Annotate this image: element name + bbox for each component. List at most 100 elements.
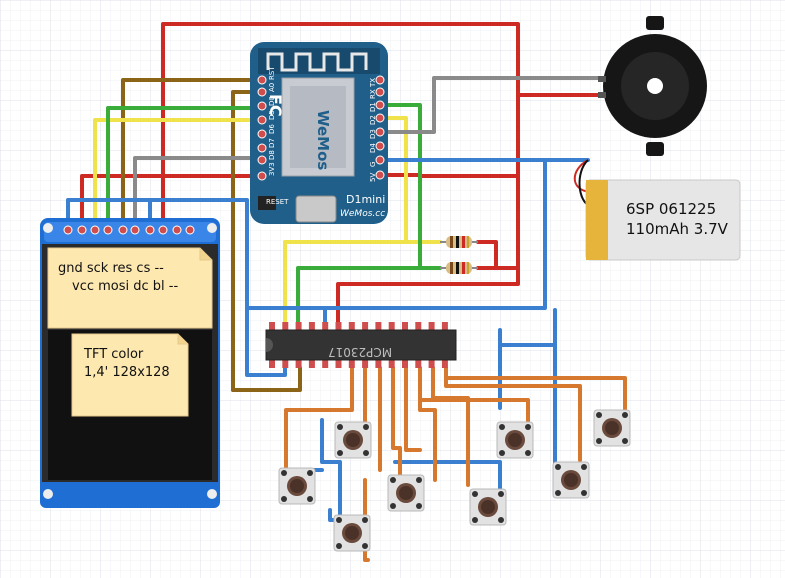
wire-gray-d8 <box>133 156 264 230</box>
mcp-pin <box>441 322 448 330</box>
battery-icon: 6SP 061225 110mAh 3.7V <box>573 159 741 261</box>
pushbutton-icon <box>387 474 425 512</box>
wire-orange-5 <box>404 366 422 452</box>
wire-green-d7 <box>106 106 264 230</box>
tft-note-line2: 1,4' 128x128 <box>84 365 170 380</box>
tft-display: gnd sck res cs -- vcc mosi dc bl -- TFT … <box>40 218 220 508</box>
right-pin-header <box>375 75 385 180</box>
pushbutton-icon <box>469 488 507 526</box>
wires <box>66 22 627 562</box>
wire-orange-6 <box>418 366 437 482</box>
wire-green-d2 <box>378 103 442 270</box>
wire-yellow-d1 <box>378 116 442 244</box>
mcp-pin <box>428 360 435 368</box>
mcp-pin <box>308 322 315 330</box>
resistor-icon <box>440 262 478 274</box>
buzzer-icon <box>598 16 707 156</box>
wire-yellow-mcp <box>283 240 408 332</box>
pushbutton-icon <box>552 461 590 499</box>
wire-red-r1 <box>476 240 498 270</box>
mcp-pin <box>335 360 342 368</box>
pin-label-3v3: 3V3 <box>268 162 276 176</box>
pin-label-d8: D8 <box>268 150 276 160</box>
mcp-pin <box>388 360 395 368</box>
wemos-d1-mini: FC WeMos RESET D1mini WeMos.cc RSTA0D0D5… <box>250 42 388 224</box>
reset-label: RESET <box>266 198 289 206</box>
note-line-bottom: vcc mosi dc bl -- <box>72 279 178 294</box>
push-buttons <box>278 409 631 552</box>
pin-label-d2: D2 <box>369 115 377 125</box>
mount-hole <box>43 489 53 499</box>
wire-yellow-d6 <box>93 118 264 230</box>
pin-label-d6: D6 <box>268 124 276 134</box>
board-site: WeMos.cc <box>340 209 385 219</box>
wire-blue-btn-r <box>498 343 557 472</box>
note-line-top: gnd sck res cs -- <box>58 261 164 276</box>
mcp-pin <box>308 360 315 368</box>
pin-label-d5: D5 <box>268 110 276 120</box>
mcp-pin <box>282 322 289 330</box>
pin-label-5v: 5V <box>369 173 377 182</box>
pushbutton-icon <box>278 467 316 505</box>
resistor-icon <box>440 236 478 248</box>
pin-label-rst: RST <box>268 66 276 80</box>
battery-label-2: 110mAh 3.7V <box>626 220 729 238</box>
wire-red-top <box>161 22 520 270</box>
mcp-pin <box>441 360 448 368</box>
wire-orange-10 <box>418 398 530 432</box>
mcp-pin <box>428 322 435 330</box>
mcp-pin <box>415 360 422 368</box>
mcp-pin <box>402 360 408 368</box>
wire-gray-d3 <box>378 76 602 134</box>
mcp-pin <box>348 322 355 330</box>
mcp23017-chip: MCP23017 <box>265 322 457 368</box>
wire-orange-3 <box>284 366 354 472</box>
mcp-pin <box>388 322 395 330</box>
mcp-pins-bottom <box>269 360 448 368</box>
wire-orange-9 <box>444 376 627 412</box>
mcp-pin <box>362 322 369 330</box>
wire-blue-btn-a <box>320 418 342 522</box>
tft-info-note <box>71 333 189 417</box>
mcp-pin <box>322 322 329 330</box>
mcp-pin <box>282 360 289 368</box>
mcp-pin <box>375 360 382 368</box>
mount-hole <box>207 489 217 499</box>
mcp-pin <box>269 360 275 368</box>
mcp-pins-top <box>269 322 448 330</box>
chip-label: MCP23017 <box>328 345 392 359</box>
mcp-pin <box>362 360 369 368</box>
wire-red-3v3 <box>80 174 264 230</box>
board-model: D1mini <box>346 193 385 206</box>
pushbutton-icon <box>496 421 534 459</box>
mcp-pin <box>269 322 275 330</box>
pin-label-tx: TX <box>369 78 377 88</box>
pushbutton-icon <box>334 421 372 459</box>
pin-label-d4: D4 <box>369 143 377 153</box>
mcp-pin <box>322 360 329 368</box>
pin-label-g: G <box>369 162 377 167</box>
display-pin-note <box>47 247 213 329</box>
wire-orange-11 <box>363 478 370 562</box>
left-pin-header <box>257 75 267 181</box>
fc-mark: FC <box>266 94 285 117</box>
wire-blue-gnd <box>66 198 287 377</box>
wire-red-5v <box>378 173 520 178</box>
mcp-pin <box>375 322 382 330</box>
usb-port <box>295 195 337 223</box>
pushbutton-icon <box>333 514 371 552</box>
pushbutton-icon <box>593 409 631 447</box>
tft-header-pins <box>63 225 195 235</box>
wire-brown-rst <box>121 78 264 230</box>
battery-label-1: 6SP 061225 <box>626 200 716 218</box>
mcp-pin <box>415 322 422 330</box>
pin-label-a0: A0 <box>268 83 276 92</box>
pin-label-d3: D3 <box>369 129 377 139</box>
mcp-pin <box>295 360 302 368</box>
pin-label-rx: RX <box>369 89 377 99</box>
wire-blue-g <box>245 158 547 310</box>
wire-brown-mcp <box>231 366 302 392</box>
